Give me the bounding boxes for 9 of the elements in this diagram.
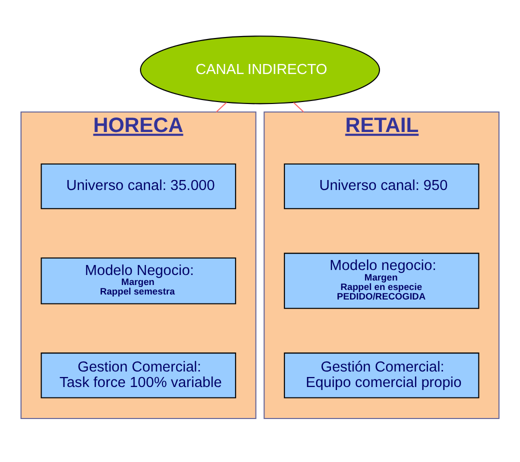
node-box: Gestion Comercial: Task force 100% variable xyxy=(40,352,236,398)
node-box: Universo canal: 35.000 xyxy=(40,162,236,209)
node-box: Modelo negocio: Margen Rappel en especie PEDIDO/RECOGIDA xyxy=(284,252,480,308)
node-box: Universo canal: 950 xyxy=(284,162,480,209)
node-box: Gestión Comercial: Equipo comercial propio xyxy=(284,352,480,398)
connector xyxy=(216,102,227,112)
node-box: Modelo Negocio: Margen Rappel semestra xyxy=(40,256,236,304)
node-ellipse: CANAL INDIRECTO xyxy=(140,35,380,104)
connector xyxy=(293,102,304,112)
